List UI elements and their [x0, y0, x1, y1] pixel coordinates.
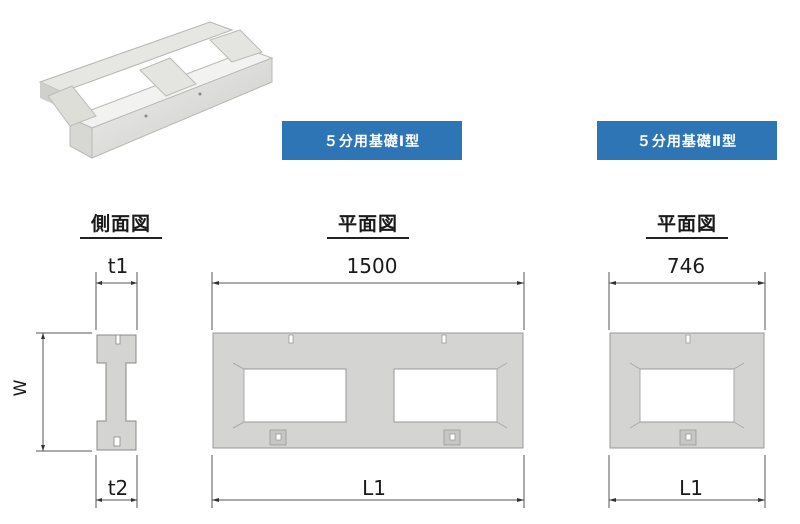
- t1-label: t1: [107, 254, 129, 278]
- plan-type1-block: [212, 332, 524, 449]
- side-profile: [96, 334, 137, 451]
- photo-hole: [144, 114, 148, 118]
- plan-type2-block: [609, 332, 765, 449]
- t2-label: t2: [107, 476, 129, 500]
- type2-badge: ５分用基礎Ⅱ型: [597, 121, 777, 160]
- l1-type2-label: L1: [679, 476, 703, 500]
- photo-hole: [198, 92, 202, 96]
- length-type1-label: 1500: [346, 254, 398, 278]
- photo-front-wall-end: [69, 117, 93, 159]
- plan-view-title-type1: 平面図: [327, 209, 409, 239]
- length-type2-label: 746: [666, 254, 706, 278]
- photo-cross-middle: [139, 57, 197, 97]
- photo-cross-left: [47, 85, 97, 127]
- type1-badge: ５分用基礎Ⅰ型: [282, 121, 462, 160]
- photo-cross-right: [209, 29, 263, 63]
- l1-type1-label: L1: [362, 476, 386, 500]
- plan-view-title-type2: 平面図: [646, 209, 728, 239]
- photo-back-wall: [38, 21, 234, 93]
- side-view-title: 側面図: [80, 209, 162, 239]
